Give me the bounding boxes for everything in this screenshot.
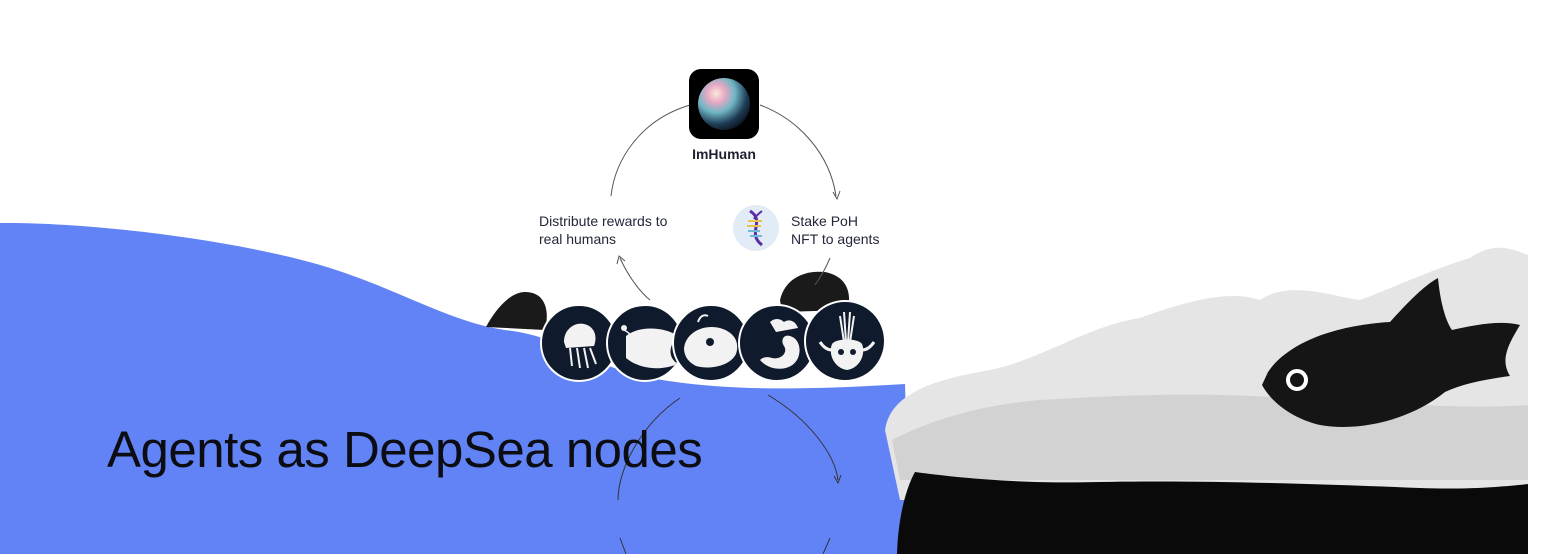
- sea-slug-avatar-icon: [738, 304, 816, 382]
- sea-wave: [0, 222, 910, 554]
- cycle-arrow-right-down: [832, 190, 841, 201]
- pufferfish-avatar-icon: [672, 304, 750, 382]
- cycle-arrow-left-up: [616, 255, 626, 265]
- dark-ground: [897, 472, 1528, 554]
- crustacean-avatar-icon: [804, 300, 886, 382]
- jellyfish-avatar-icon: [540, 304, 618, 382]
- dna-helix-icon: [733, 205, 779, 251]
- distribute-rewards-label: Distribute rewards to real humans: [539, 213, 668, 247]
- page-headline: Agents as DeepSea nodes: [107, 421, 703, 478]
- cycle-arc-right-lower: [814, 257, 831, 286]
- cycle-arc-left-lower: [619, 257, 651, 301]
- cycle-arc-foot-right: [822, 537, 831, 554]
- imhuman-app-tile[interactable]: [689, 69, 759, 139]
- cycle-arc-bottom-right: [767, 394, 839, 481]
- sphere-orb-icon: [698, 78, 750, 130]
- fog-layer: [892, 394, 1528, 480]
- cycle-arc-foot-left: [619, 537, 627, 554]
- app-name: ImHuman: [692, 146, 756, 162]
- cycle-arrow-bottom-right: [833, 474, 842, 485]
- fish-eye-icon: [1286, 369, 1308, 391]
- cycle-arc-bottom-left: [617, 397, 681, 501]
- fish-silhouette: [1262, 278, 1520, 427]
- stake-poh-label: Stake PoH NFT to agents: [791, 213, 880, 247]
- shadow-creature-left: [486, 292, 547, 330]
- cycle-arc-top-left: [610, 104, 691, 197]
- anglerfish-avatar-icon: [606, 304, 684, 382]
- cycle-arc-top-right: [759, 104, 837, 197]
